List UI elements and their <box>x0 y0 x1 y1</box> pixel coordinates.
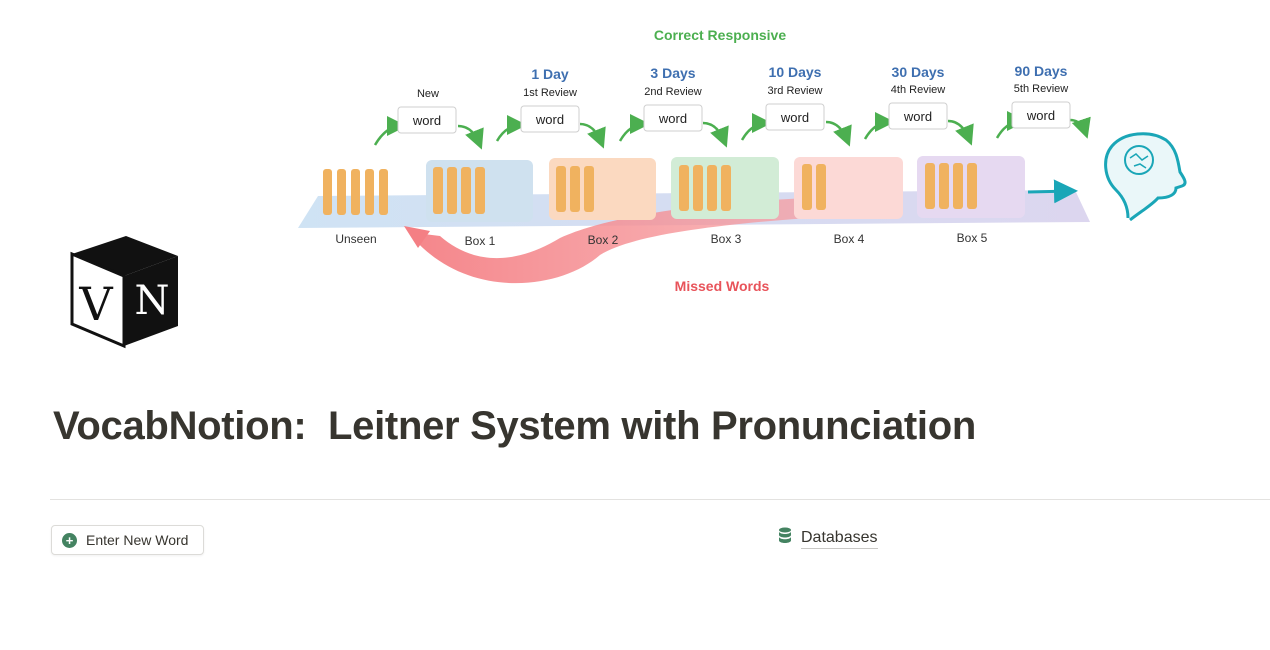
bars-unseen <box>323 169 388 215</box>
review-label: 2nd Review <box>644 86 702 98</box>
review-label: 5th Review <box>1014 83 1068 95</box>
box-label: Box 3 <box>711 232 742 246</box>
page-title: VocabNotion: Leitner System with Pronunc… <box>53 404 977 448</box>
interval-label: 30 Days <box>892 64 945 80</box>
review-label: 1st Review <box>523 87 577 99</box>
word-card <box>643 104 703 132</box>
bars-box-5 <box>925 163 977 209</box>
interval-label: 10 Days <box>769 64 822 80</box>
word-card <box>397 106 457 134</box>
word-card-text: word <box>535 112 564 127</box>
word-card-text: word <box>780 110 809 125</box>
bars-box-2 <box>556 166 594 212</box>
brain-head-icon <box>1104 132 1187 222</box>
word-card-text: word <box>658 111 687 126</box>
missed-words-arrow <box>408 196 900 284</box>
database-icon <box>778 527 792 550</box>
word-card-text: word <box>412 113 441 128</box>
box-label: Box 5 <box>957 231 988 245</box>
word-card <box>765 103 825 131</box>
review-label: 3rd Review <box>767 85 822 97</box>
word-card <box>520 105 580 133</box>
word-card-text: word <box>1026 108 1055 123</box>
cover-image: Correct Responsive 1 Day 3 Days 10 Days … <box>298 27 1187 294</box>
databases-link[interactable]: Databases <box>778 527 878 550</box>
bars-box-3 <box>679 165 731 211</box>
enter-new-word-label: Enter New Word <box>86 532 189 548</box>
box-label: Box 1 <box>465 234 496 248</box>
bars-box-4 <box>802 164 826 210</box>
interval-label: 3 Days <box>650 65 695 81</box>
review-label: 4th Review <box>891 84 945 96</box>
interval-label: 1 Day <box>531 66 569 82</box>
bars-box-1 <box>433 167 485 214</box>
box-label: Box 4 <box>834 232 865 246</box>
box-label: Unseen <box>335 232 376 246</box>
enter-new-word-button[interactable]: + Enter New Word <box>51 525 204 555</box>
correct-responsive-label: Correct Responsive <box>654 27 786 43</box>
plus-circle-icon: + <box>62 532 77 548</box>
page-icon-cube: V N <box>66 232 184 350</box>
missed-words-label: Missed Words <box>675 278 770 294</box>
interval-label: 90 Days <box>1015 63 1068 79</box>
review-label: New <box>417 88 439 100</box>
word-card <box>1011 101 1071 129</box>
word-card <box>888 102 948 130</box>
box-label: Box 2 <box>588 233 619 247</box>
cube-letter-n: N <box>135 278 170 324</box>
databases-label: Databases <box>801 529 878 549</box>
divider <box>50 499 1270 500</box>
cube-letter-v: V <box>78 277 113 331</box>
word-card-text: word <box>903 109 932 124</box>
exit-arrow <box>1027 179 1078 204</box>
